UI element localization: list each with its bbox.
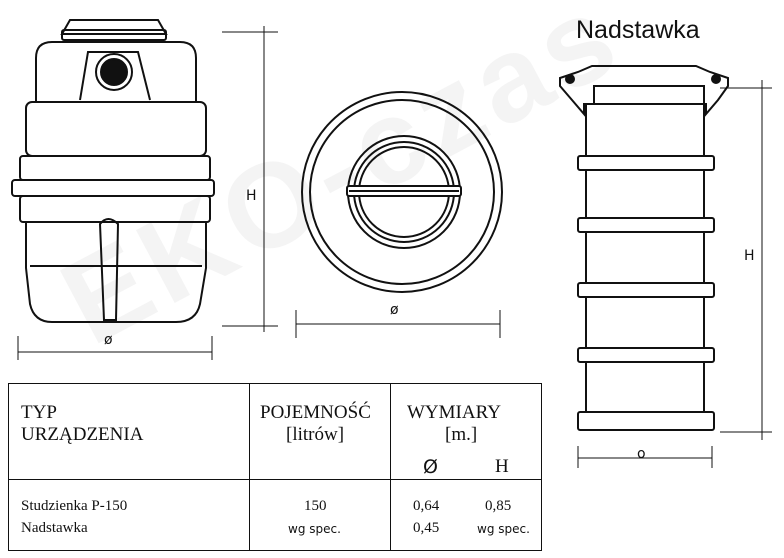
row-dimensions-cell: 0,64 0,85 0,45 wg spec.	[390, 479, 542, 551]
header-diameter: Ø	[423, 456, 438, 478]
top-view-dimension	[295, 310, 501, 338]
row1-height: 0,85	[485, 498, 512, 514]
header-type-line2: URZĄDZENIA	[21, 424, 144, 445]
row-capacity-cell: 150 wg spec.	[249, 479, 391, 551]
header-dimensions-cell: WYMIARY [m.] Ø H	[390, 383, 542, 480]
header-type-cell: TYP URZĄDZENIA	[8, 383, 250, 480]
header-dimensions-line2: [m.]	[445, 424, 478, 445]
header-capacity-line2: [litrów]	[286, 424, 345, 445]
row1-type: Studzienka P-150	[21, 498, 128, 514]
row2-capacity: wg spec.	[288, 522, 341, 536]
left-dimension-lines	[17, 26, 278, 360]
extension-width-label: o	[637, 446, 646, 462]
tank-top-view	[301, 91, 503, 293]
header-height: H	[495, 456, 509, 477]
extension-drawing	[559, 65, 729, 431]
header-dimensions-line1: WYMIARY	[407, 402, 501, 423]
row2-type: Nadstawka	[21, 520, 88, 536]
row2-height: wg spec.	[477, 522, 530, 536]
extension-dimensions	[577, 80, 772, 468]
left-height-label: H	[246, 188, 257, 204]
row2-diameter: 0,45	[413, 520, 440, 536]
row-type-cell: Studzienka P-150 Nadstawka	[8, 479, 250, 551]
header-type-line1: TYP	[21, 402, 57, 423]
top-view-diameter-label: ø	[390, 302, 399, 318]
spec-table: TYP URZĄDZENIA POJEMNOŚĆ [litrów] WYMIAR…	[8, 383, 542, 551]
extension-height-label: H	[744, 248, 755, 264]
header-capacity-line1: POJEMNOŚĆ	[260, 402, 371, 423]
header-capacity-cell: POJEMNOŚĆ [litrów]	[249, 383, 391, 480]
tank-front-view	[11, 19, 215, 323]
row1-diameter: 0,64	[413, 498, 440, 514]
left-diameter-label: ø	[104, 332, 113, 348]
extension-title: Nadstawka	[576, 16, 700, 44]
row1-capacity: 150	[304, 498, 327, 514]
